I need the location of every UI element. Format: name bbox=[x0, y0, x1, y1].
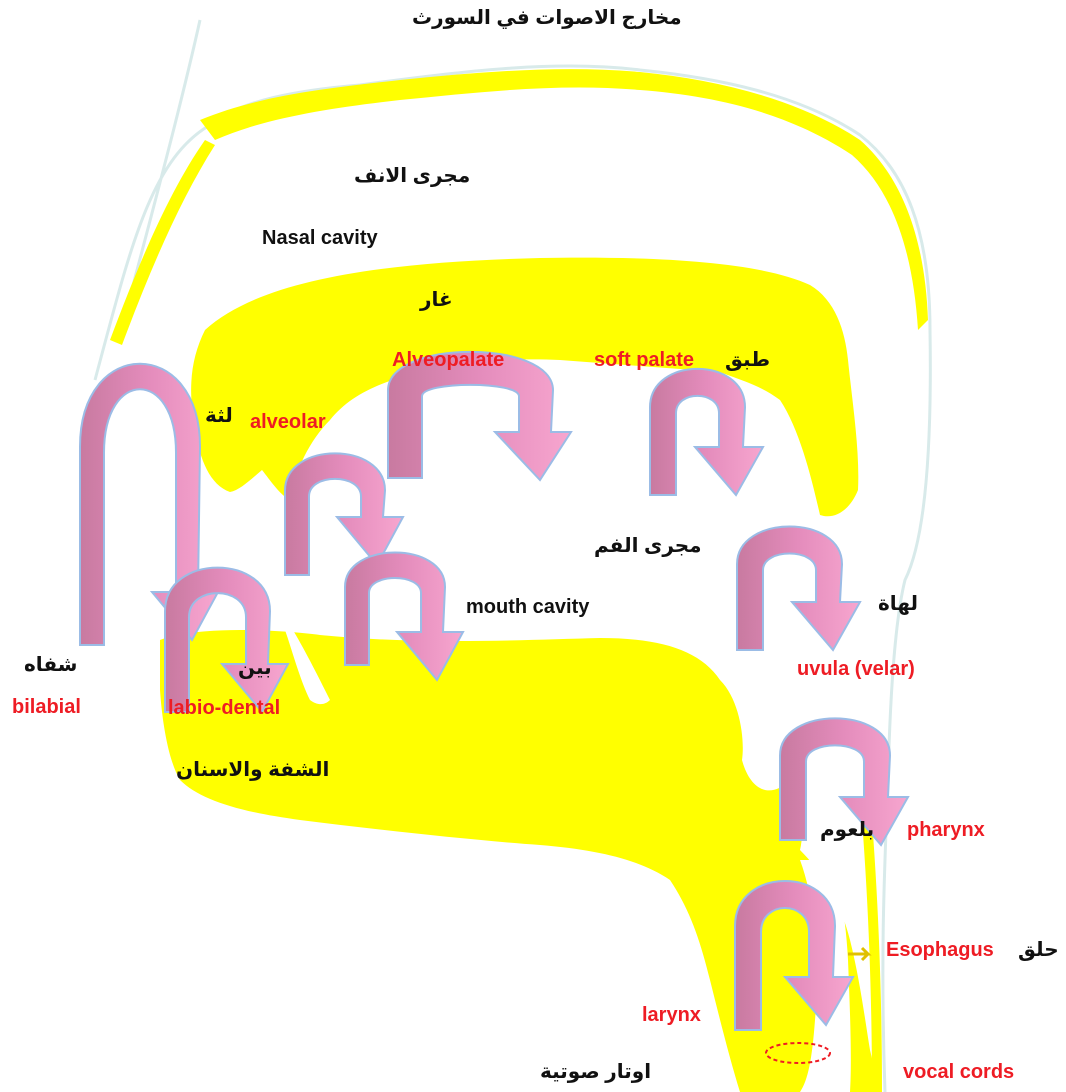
alveolar-ar-label: لثة bbox=[205, 406, 233, 426]
between-ar-label: بين bbox=[238, 658, 272, 678]
uvula-label: uvula (velar) bbox=[797, 659, 915, 679]
hard-palate-ar-label: غار bbox=[420, 290, 453, 310]
alveopalate-label: Alveopalate bbox=[392, 350, 504, 370]
vocal-cords-label: vocal cords bbox=[903, 1062, 1014, 1082]
pharynx-label: pharynx bbox=[907, 820, 985, 840]
labiodental-label: labio-dental bbox=[168, 698, 280, 718]
lips-ar-label: شفاه bbox=[24, 655, 77, 675]
nasal-cavity-en-label: Nasal cavity bbox=[262, 228, 378, 248]
uvula-ar-label: لهاة bbox=[878, 594, 918, 614]
uvula-arrow bbox=[737, 527, 860, 650]
larynx-label: larynx bbox=[642, 1005, 701, 1025]
pharynx-ar-label: بلعوم bbox=[820, 820, 874, 840]
bilabial-label: bilabial bbox=[12, 697, 81, 717]
nasal-cavity-ar-label: مجرى الانف bbox=[354, 166, 470, 186]
lip-teeth-ar-label: الشفة والاسنان bbox=[176, 760, 329, 780]
softpalate-arrow bbox=[650, 369, 763, 495]
alveopalate-arrow bbox=[388, 352, 571, 480]
esophagus-label: Esophagus bbox=[886, 940, 994, 960]
mouth-cavity-en-label: mouth cavity bbox=[466, 597, 589, 617]
diagram-title: مخارج الاصوات في السورث bbox=[412, 8, 682, 28]
mouth-cavity-ar-label: مجرى الفم bbox=[594, 536, 702, 556]
alveolar-label: alveolar bbox=[250, 412, 326, 432]
soft-palate-label: soft palate bbox=[594, 350, 694, 370]
soft-palate-ar-label: طبق bbox=[725, 350, 770, 370]
vocal-cords-ar-label: اوتار صوتية bbox=[540, 1062, 651, 1082]
throat-ar-label: حلق bbox=[1018, 940, 1059, 960]
